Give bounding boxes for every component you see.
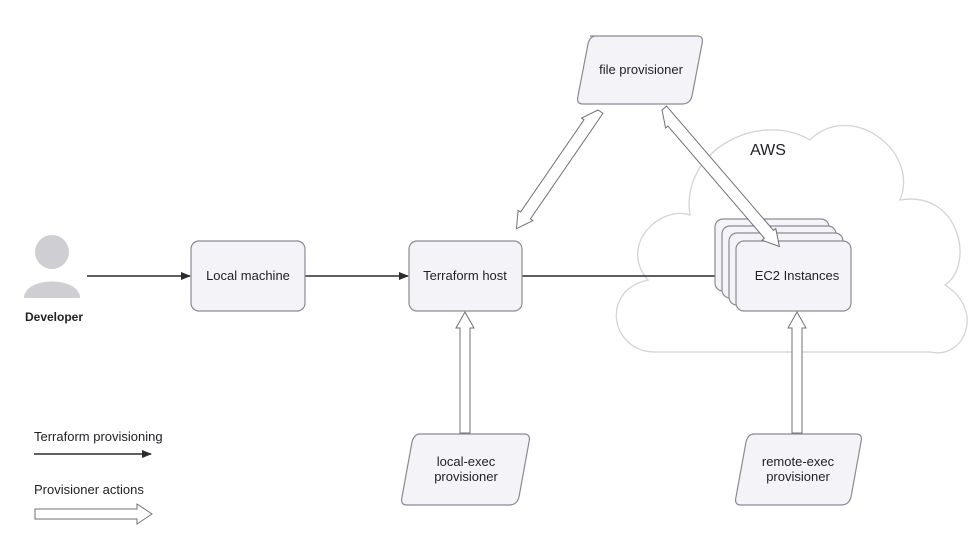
file-provisioner-label: file provisioner bbox=[599, 62, 683, 77]
arrow-local-exec-to-terraform bbox=[455, 310, 475, 434]
arrow-file-to-terraform bbox=[515, 109, 604, 230]
local-machine-label: Local machine bbox=[206, 268, 290, 283]
local-exec-label-line2: provisioner bbox=[434, 469, 498, 484]
arrow-remote-exec-to-ec2 bbox=[787, 310, 807, 434]
local-exec-label-line1: local-exec bbox=[437, 454, 496, 469]
aws-label: AWS bbox=[750, 142, 786, 159]
remote-exec-label-line1: remote-exec bbox=[762, 454, 835, 469]
terraform-host-node: Terraform host bbox=[408, 240, 523, 312]
arrow-file-to-ec2 bbox=[661, 105, 781, 248]
local-exec-provisioner-node: local-exec provisioner bbox=[400, 433, 531, 506]
legend-solid-label: Terraform provisioning bbox=[34, 429, 163, 444]
local-machine-node: Local machine bbox=[190, 240, 306, 312]
developer-label: Developer bbox=[25, 310, 83, 324]
ec2-instances-label: EC2 Instances bbox=[755, 268, 840, 283]
legend-hollow-arrow bbox=[34, 503, 153, 525]
ec2-instances-node: EC2 Instances bbox=[714, 218, 852, 312]
remote-exec-provisioner-node: remote-exec provisioner bbox=[734, 433, 863, 506]
remote-exec-label-line2: provisioner bbox=[766, 469, 830, 484]
legend: Terraform provisioning Provisioner actio… bbox=[34, 429, 163, 525]
terraform-host-label: Terraform host bbox=[423, 268, 507, 283]
legend-hollow-label: Provisioner actions bbox=[34, 482, 144, 497]
user-icon bbox=[24, 235, 80, 298]
file-provisioner-node: file provisioner bbox=[576, 35, 704, 105]
